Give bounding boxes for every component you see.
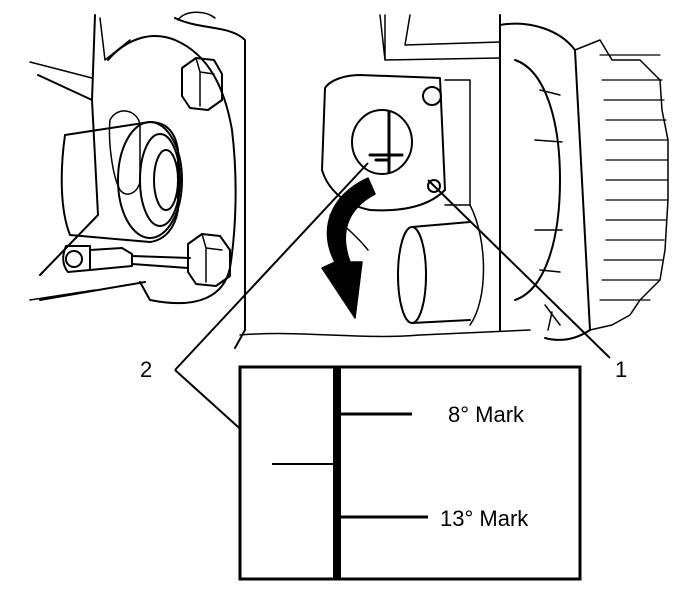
callout-1: 1 (615, 357, 627, 382)
detail-inset: 8° Mark 13° Mark (238, 365, 582, 581)
pump-housing (174, 17, 246, 349)
leader-line-2a (174, 162, 369, 371)
engine-illustration (29, 11, 669, 349)
sprocket (499, 22, 669, 341)
top-nut (181, 57, 223, 111)
timing-cover (321, 14, 501, 331)
rotation-arrow (321, 177, 376, 319)
pump-hub (60, 121, 183, 243)
leader-line-1 (427, 179, 611, 359)
inspection-window (351, 109, 413, 175)
callout-2: 2 (140, 357, 152, 382)
lower-nut (187, 233, 231, 287)
label-8-degree-mark: 8° Mark (448, 402, 525, 427)
cylinder-shaft (397, 204, 485, 326)
fuel-fitting (62, 245, 191, 273)
label-13-degree-mark: 13° Mark (440, 506, 529, 531)
detail-frame (238, 365, 582, 581)
left-bracket (37, 14, 146, 301)
